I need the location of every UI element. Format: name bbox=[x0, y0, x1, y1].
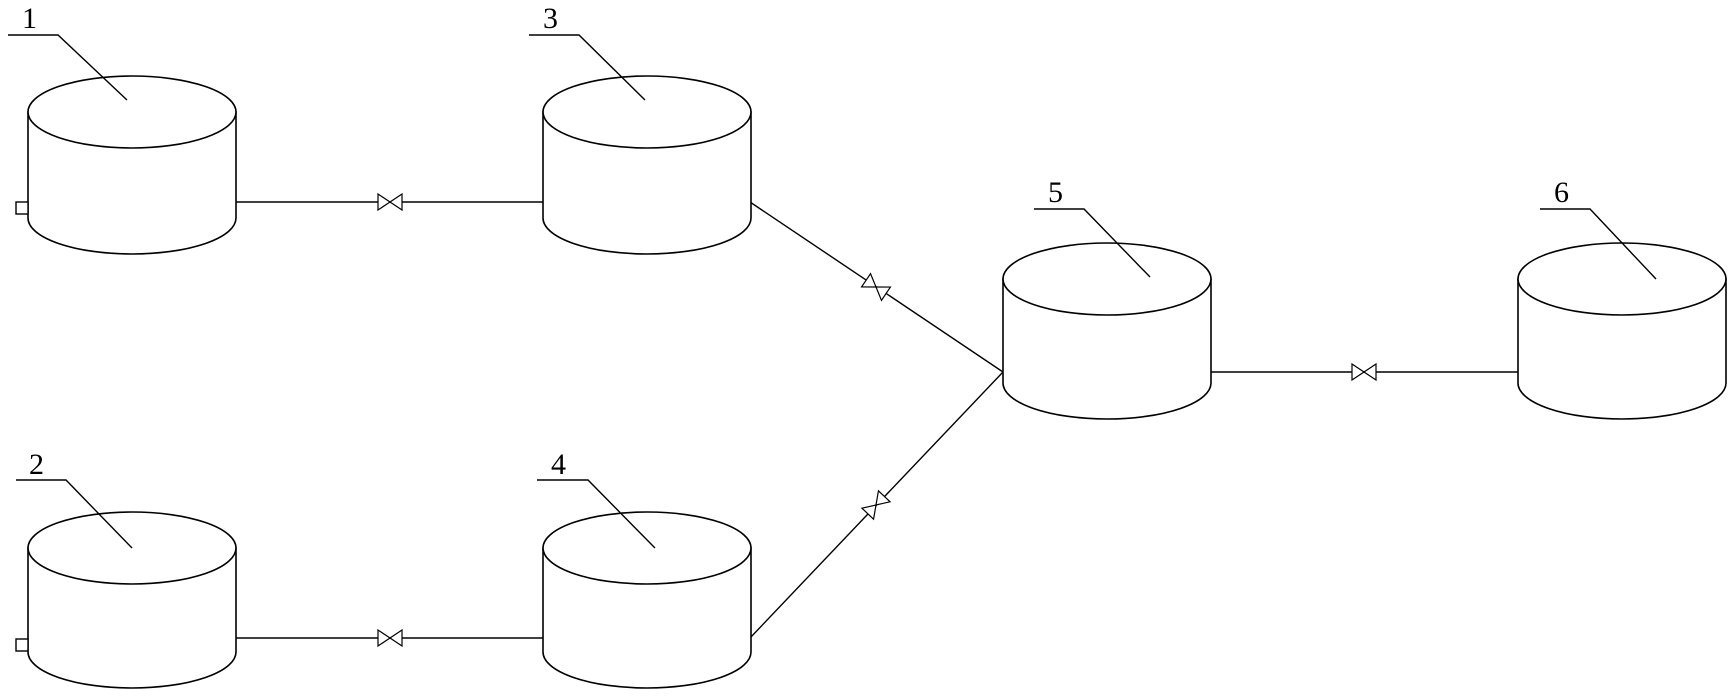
tank-1-nozzle bbox=[15, 201, 29, 215]
tank-6-label: 6 bbox=[1554, 176, 1569, 209]
valve-1-3[interactable] bbox=[377, 192, 403, 212]
leader-line bbox=[537, 479, 656, 549]
valve-3-5[interactable] bbox=[860, 272, 892, 302]
valve-right-triangle bbox=[1362, 362, 1377, 382]
callout-5: 5 bbox=[1034, 176, 1151, 278]
tank-3-label: 3 bbox=[543, 2, 558, 35]
callout-2: 2 bbox=[16, 448, 133, 549]
valve-left-triangle bbox=[377, 628, 392, 648]
pipes bbox=[236, 201, 1518, 639]
valve-right-triangle bbox=[388, 628, 403, 648]
tank-4[interactable] bbox=[542, 511, 752, 689]
callout-6: 6 bbox=[1540, 176, 1657, 280]
callout-1: 1 bbox=[8, 2, 128, 101]
tank-top bbox=[542, 75, 752, 149]
valve-left-triangle bbox=[377, 192, 392, 212]
valve-right-triangle bbox=[875, 489, 892, 506]
tank-3[interactable] bbox=[542, 75, 752, 255]
leader-line bbox=[1034, 208, 1151, 278]
tank-body bbox=[27, 547, 237, 689]
valve-right-triangle bbox=[875, 286, 892, 302]
valve-4-5[interactable] bbox=[860, 489, 892, 521]
leader-line bbox=[529, 34, 646, 101]
tank-2[interactable] bbox=[15, 511, 237, 689]
valve-left-triangle bbox=[860, 504, 877, 521]
tank-top bbox=[1517, 242, 1727, 316]
tank-5[interactable] bbox=[1002, 242, 1212, 420]
tank-top bbox=[27, 75, 237, 149]
tank-body bbox=[542, 111, 752, 255]
tank-top bbox=[542, 511, 752, 585]
tank-2-nozzle bbox=[15, 638, 29, 652]
callout-3: 3 bbox=[529, 2, 646, 101]
tank-2-label: 2 bbox=[29, 448, 44, 481]
leader-line bbox=[1540, 208, 1657, 280]
leader-line bbox=[8, 34, 128, 101]
tank-top bbox=[1002, 242, 1212, 316]
tank-6[interactable] bbox=[1517, 242, 1727, 420]
valve-left-triangle bbox=[1351, 362, 1366, 382]
tank-body bbox=[1517, 278, 1727, 420]
callout-4: 4 bbox=[537, 448, 656, 549]
tank-body bbox=[27, 111, 237, 255]
valve-2-4[interactable] bbox=[377, 628, 403, 648]
valve-5-6[interactable] bbox=[1351, 362, 1377, 382]
tank-body bbox=[542, 547, 752, 689]
tank-5-label: 5 bbox=[1048, 176, 1063, 209]
tank-body bbox=[1002, 278, 1212, 420]
valve-right-triangle bbox=[388, 192, 403, 212]
valve-left-triangle bbox=[860, 272, 877, 288]
tank-1-label: 1 bbox=[22, 2, 37, 35]
tank-1[interactable] bbox=[15, 75, 237, 255]
tank-4-label: 4 bbox=[551, 448, 566, 481]
leader-line bbox=[16, 479, 133, 549]
